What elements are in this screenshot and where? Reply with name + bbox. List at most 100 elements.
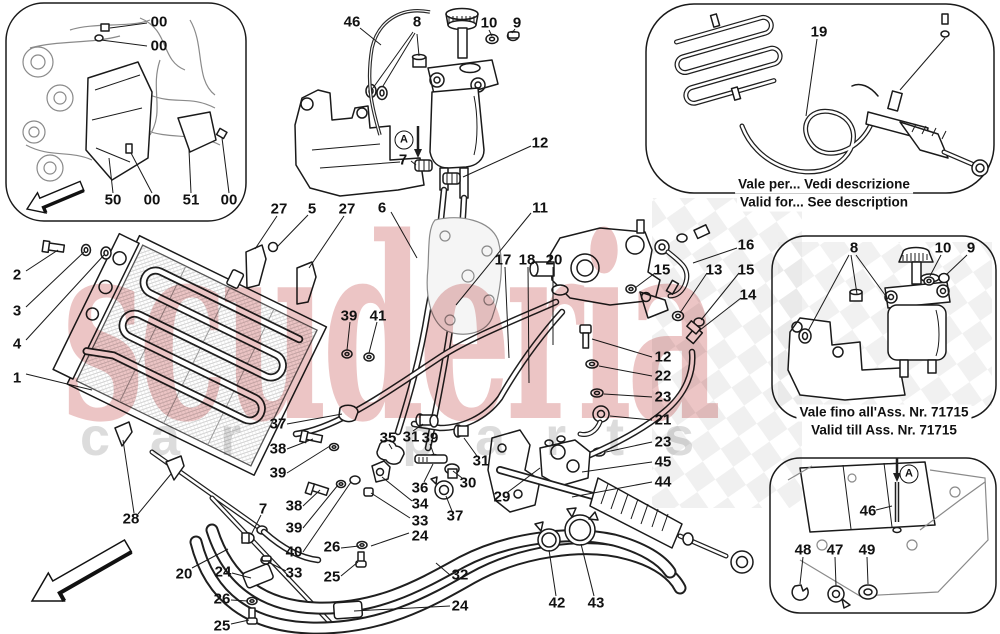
direction-arrow-icon: [25, 180, 85, 214]
callout: 48: [794, 541, 812, 559]
callout: 29: [493, 488, 511, 506]
callout: 38: [269, 440, 287, 458]
callout: 39: [269, 464, 287, 482]
callout: 33: [285, 564, 303, 582]
steering-rack-drawing: [487, 429, 754, 574]
callout: 23: [654, 388, 672, 406]
callout: 34: [411, 495, 429, 513]
callout: 28: [122, 510, 140, 528]
callout: 12: [654, 348, 672, 366]
valid-till-inset-drawing: [787, 246, 968, 401]
callout: 41: [369, 307, 387, 325]
callout: 11: [532, 199, 548, 217]
callout: A: [394, 130, 414, 150]
callout: 24: [411, 527, 429, 545]
callout: 24: [451, 597, 469, 615]
callout: 26: [323, 538, 341, 556]
callout: 23: [654, 433, 672, 451]
callout: 49: [858, 541, 876, 559]
callout: 33: [411, 512, 429, 530]
callout: 24: [214, 563, 232, 581]
callout: 19: [810, 23, 828, 41]
callout: 45: [654, 453, 672, 471]
radiator-drawing: [41, 232, 375, 634]
callout: 27: [270, 200, 288, 218]
callout: 10: [480, 14, 498, 32]
callout: 25: [323, 568, 341, 586]
callout: 20: [175, 565, 193, 583]
valid-till-caption-en: Valid till Ass. Nr. 71715: [808, 422, 960, 440]
callout: 9: [512, 14, 522, 32]
checker-watermark: [652, 198, 992, 508]
brand-watermark: scuderia: [62, 182, 718, 478]
callout: 8: [849, 239, 859, 257]
callout: 37: [446, 507, 464, 525]
callout: 22: [654, 367, 672, 385]
callout: 00: [150, 13, 168, 31]
callout: 4: [12, 335, 22, 353]
callout: 39: [421, 429, 439, 447]
callout: 00: [150, 37, 168, 55]
callout: 31: [472, 452, 490, 470]
callout: 35: [379, 429, 397, 447]
callout: A: [899, 464, 919, 484]
callout: 9: [966, 239, 976, 257]
direction-arrow-icon: [30, 538, 133, 602]
callout: 7: [398, 151, 408, 169]
callout: 50: [104, 191, 122, 209]
callout: 39: [285, 519, 303, 537]
callout: 17: [494, 251, 512, 269]
sub-watermark: car parts: [80, 407, 734, 467]
callout: 39: [340, 307, 358, 325]
callout: 46: [859, 502, 877, 520]
callout: 37: [269, 415, 287, 433]
callout: 27: [338, 200, 356, 218]
valid-till-caption-it: Vale fino all'Ass. Nr. 71715: [796, 404, 972, 422]
banjo-fitting-column: [577, 324, 610, 457]
underbody-inset-drawing: [787, 458, 989, 609]
callout: 18: [518, 251, 536, 269]
callout: 00: [143, 191, 161, 209]
callout: 51: [182, 191, 200, 209]
valid-for-caption-en: Valid for... See description: [736, 194, 912, 212]
callout: 46: [343, 13, 361, 31]
callout: 00: [220, 191, 238, 209]
callout: 40: [285, 543, 303, 561]
callout: 25: [213, 617, 231, 634]
callout: 26: [213, 590, 231, 608]
callout: 15: [737, 261, 755, 279]
callout: 3: [12, 302, 22, 320]
steering-rack-small: [851, 13, 989, 177]
callout: 30: [459, 474, 477, 492]
callout: 10: [934, 239, 952, 257]
callout: 8: [412, 13, 422, 31]
callout: 5: [307, 200, 317, 218]
callout: 38: [285, 497, 303, 515]
reservoir-drawing: [294, 7, 520, 452]
callout: 2: [12, 266, 22, 284]
callout: 44: [654, 473, 672, 491]
callout: 47: [826, 541, 844, 559]
callout: 1: [12, 369, 22, 387]
callout: 13: [705, 261, 723, 279]
callout: 7: [258, 500, 268, 518]
callout: 14: [739, 286, 757, 304]
callout: 42: [548, 594, 566, 612]
callout: 12: [531, 134, 549, 152]
callout: 31: [402, 428, 420, 446]
engine-inset-drawing: [22, 17, 230, 214]
valid-for-inset-drawing: [673, 13, 989, 177]
callout: 20: [545, 251, 563, 269]
callout: 36: [411, 479, 429, 497]
callout: 6: [377, 199, 387, 217]
clip-parts: [791, 584, 878, 609]
callout: 21: [654, 411, 672, 429]
callout: 43: [587, 594, 605, 612]
callout: 16: [737, 236, 755, 254]
callout: 32: [451, 566, 469, 584]
pump-drawing: [426, 217, 711, 345]
valid-for-caption-it: Vale per... Vedi descrizione: [735, 176, 913, 194]
leader-lines: [25, 27, 742, 625]
